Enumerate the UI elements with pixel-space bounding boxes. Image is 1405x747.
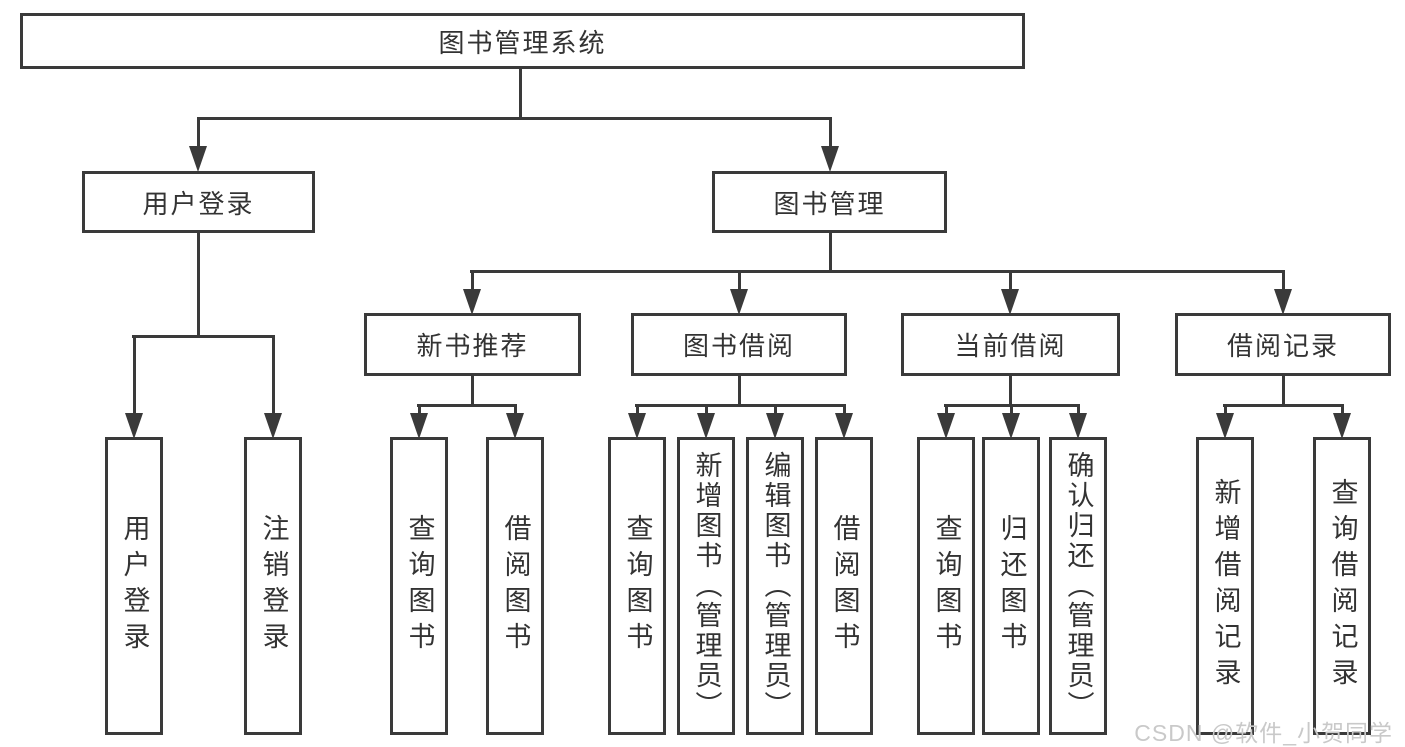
connector-line (514, 404, 517, 414)
leaf-current-query-book-label: 查询图书 (931, 514, 962, 658)
leaf-query-borrow-record: 查询借阅记录 (1313, 437, 1371, 735)
connector-line (738, 270, 741, 290)
node-current-borrow-label: 当前借阅 (954, 331, 1067, 361)
connector-line (774, 404, 777, 414)
connector-line (417, 404, 517, 407)
connector-line (829, 230, 832, 272)
connector-line (1224, 404, 1227, 414)
node-book-management: 图书管理 (712, 171, 947, 233)
arrowhead-down-icon (821, 146, 839, 172)
connector-line (843, 404, 846, 414)
connector-line (738, 374, 741, 407)
leaf-confirm-return-admin: 确认归还（管理员） (1049, 437, 1107, 735)
leaf-recommend-query-book-label: 查询图书 (404, 514, 435, 658)
connector-line (132, 335, 275, 338)
leaf-user-login: 用户登录 (105, 437, 163, 735)
leaf-confirm-return-admin-label: 确认归还（管理员） (1063, 451, 1094, 721)
node-new-book-recommend-label: 新书推荐 (416, 331, 529, 361)
node-book-management-label: 图书管理 (773, 188, 886, 219)
watermark: CSDN @软件_小贺同学 (1134, 720, 1393, 746)
connector-line (418, 404, 421, 414)
connector-line (470, 270, 1284, 273)
connector-line (197, 117, 832, 120)
leaf-borrow-borrow-book: 借阅图书 (815, 437, 873, 735)
node-current-borrow: 当前借阅 (901, 313, 1120, 376)
arrowhead-down-icon (1216, 413, 1234, 439)
connector-line (471, 270, 474, 290)
connector-line (636, 404, 639, 414)
connector-line (1010, 404, 1013, 414)
connector-line (1077, 404, 1080, 414)
connector-line (1009, 270, 1012, 290)
arrowhead-down-icon (264, 413, 282, 439)
arrowhead-down-icon (730, 289, 748, 315)
node-user-login: 用户登录 (82, 171, 315, 233)
arrowhead-down-icon (628, 413, 646, 439)
leaf-current-query-book: 查询图书 (917, 437, 975, 735)
leaf-logout-label: 注销登录 (258, 514, 289, 658)
leaf-logout: 注销登录 (244, 437, 302, 735)
arrowhead-down-icon (835, 413, 853, 439)
leaf-user-login-label: 用户登录 (119, 514, 150, 658)
leaf-borrow-query-book: 查询图书 (608, 437, 666, 735)
connector-line (272, 335, 275, 414)
leaf-recommend-query-book: 查询图书 (390, 437, 448, 735)
node-root-label: 图书管理系统 (438, 27, 607, 58)
connector-line (519, 67, 522, 120)
connector-line (1282, 374, 1285, 407)
leaf-add-book-admin-label: 新增图书（管理员） (691, 451, 722, 721)
node-root: 图书管理系统 (20, 13, 1025, 69)
leaf-add-borrow-record: 新增借阅记录 (1196, 437, 1254, 735)
connector-line (197, 230, 200, 338)
node-borrow-records: 借阅记录 (1175, 313, 1391, 376)
arrowhead-down-icon (1069, 413, 1087, 439)
connector-line (945, 404, 948, 414)
arrowhead-down-icon (463, 289, 481, 315)
arrowhead-down-icon (766, 413, 784, 439)
leaf-return-book-label: 归还图书 (996, 514, 1027, 658)
arrowhead-down-icon (937, 413, 955, 439)
connector-line (197, 117, 200, 147)
connector-line (1223, 404, 1344, 407)
arrowhead-down-icon (506, 413, 524, 439)
connector-line (133, 335, 136, 414)
connector-line (471, 374, 474, 407)
node-user-login-label: 用户登录 (142, 188, 255, 219)
node-new-book-recommend: 新书推荐 (364, 313, 581, 376)
arrowhead-down-icon (410, 413, 428, 439)
leaf-recommend-borrow-book: 借阅图书 (486, 437, 544, 735)
leaf-edit-book-admin: 编辑图书（管理员） (746, 437, 804, 735)
arrowhead-down-icon (1274, 289, 1292, 315)
arrowhead-down-icon (697, 413, 715, 439)
connector-line (1341, 404, 1344, 414)
node-book-borrow-label: 图书借阅 (682, 331, 795, 361)
connector-line (705, 404, 708, 414)
leaf-return-book: 归还图书 (982, 437, 1040, 735)
leaf-query-borrow-record-label: 查询借阅记录 (1327, 478, 1358, 694)
leaf-borrow-borrow-book-label: 借阅图书 (829, 514, 860, 658)
leaf-add-book-admin: 新增图书（管理员） (677, 437, 735, 735)
arrowhead-down-icon (1333, 413, 1351, 439)
leaf-borrow-query-book-label: 查询图书 (622, 514, 653, 658)
connector-line (1282, 270, 1285, 290)
node-borrow-records-label: 借阅记录 (1226, 331, 1339, 361)
connector-line (1009, 374, 1012, 407)
arrowhead-down-icon (1001, 289, 1019, 315)
connector-line (829, 117, 832, 147)
leaf-recommend-borrow-book-label: 借阅图书 (500, 514, 531, 658)
leaf-edit-book-admin-label: 编辑图书（管理员） (760, 451, 791, 721)
connector-line (635, 404, 846, 407)
arrowhead-down-icon (1002, 413, 1020, 439)
arrowhead-down-icon (189, 146, 207, 172)
node-book-borrow: 图书借阅 (631, 313, 847, 376)
leaf-add-borrow-record-label: 新增借阅记录 (1210, 478, 1241, 694)
arrowhead-down-icon (125, 413, 143, 439)
